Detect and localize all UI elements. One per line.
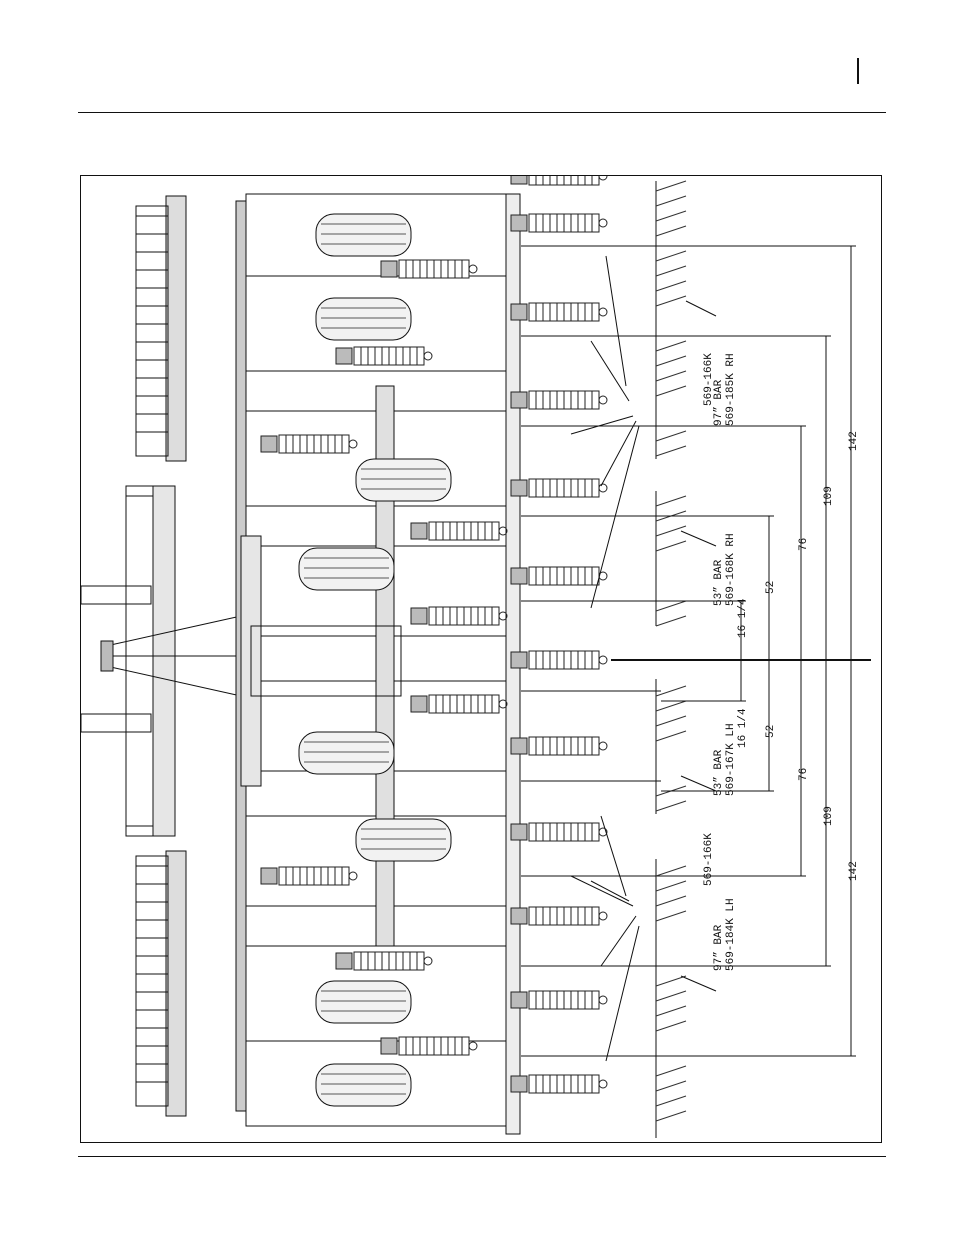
- header-rule: [78, 112, 886, 113]
- bar-97-lh-part: 569-184K LH: [725, 898, 737, 971]
- bar-53-lh-label: 53” BAR: [713, 749, 725, 796]
- bar-97-lh-label: 97” BAR: [713, 924, 725, 971]
- bar-53-lh-part: 569-167K LH: [725, 723, 737, 796]
- dim-16-bottom: 16 1/4: [737, 708, 749, 748]
- rotated-labels: 569-166K 569-166K 97” BAR 569-185K RH 53…: [703, 353, 860, 971]
- footer-rule: [78, 1156, 886, 1157]
- dim-76-top: 76: [798, 538, 810, 551]
- dim-109-top: 109: [823, 486, 835, 506]
- drill-drawing: 569-166K 569-166K 97” BAR 569-185K RH 53…: [81, 176, 883, 1144]
- page-marker: [857, 58, 859, 84]
- dim-109-bottom: 109: [823, 806, 835, 826]
- row-units: [261, 176, 607, 1093]
- bar-53-rh-label: 53” BAR: [713, 559, 725, 606]
- dim-142-bottom: 142: [848, 861, 860, 881]
- dimension-lines: [611, 246, 871, 1056]
- part-label-lower: 569-166K: [703, 833, 715, 886]
- bar-53-rh-part: 569-168K RH: [725, 533, 737, 606]
- dim-142-top: 142: [848, 431, 860, 451]
- dim-16-top: 16 1/4: [737, 598, 749, 638]
- bar-97-rh-label: 97” BAR: [713, 379, 725, 426]
- dim-76-bottom: 76: [798, 768, 810, 781]
- dim-52-bottom: 52: [765, 725, 777, 738]
- drill-layout-figure: 569-166K 569-166K 97” BAR 569-185K RH 53…: [80, 175, 882, 1143]
- dim-52-top: 52: [765, 581, 777, 594]
- bar-97-rh-part: 569-185K RH: [725, 353, 737, 426]
